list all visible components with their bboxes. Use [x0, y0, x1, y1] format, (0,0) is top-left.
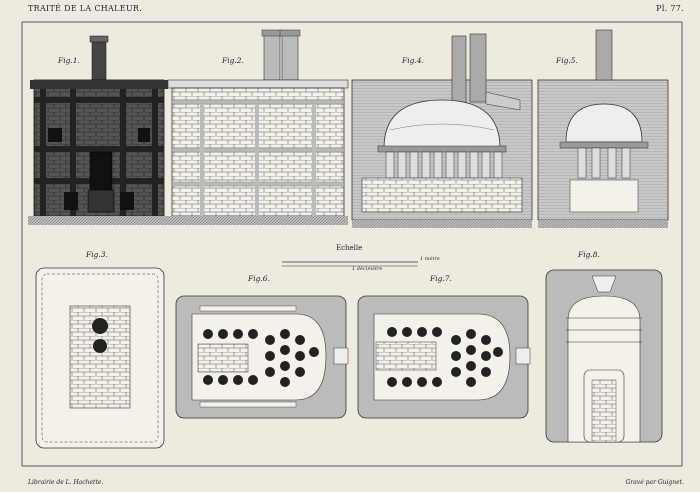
fig3-label: Fig.3. — [86, 250, 108, 259]
scale-title: Echelle — [336, 244, 363, 252]
scale-unit-meter: 1 mètre — [420, 256, 440, 262]
engraver-credit: Gravé par Guignet. — [625, 479, 684, 486]
frame — [21, 21, 683, 467]
plate-number: Pl. 77. — [656, 4, 684, 13]
fig4-label: Fig.4. — [402, 56, 424, 65]
fig2-elevation — [167, 29, 349, 225]
fig1-elevation — [28, 35, 170, 225]
fig5-section — [537, 29, 669, 228]
fig2-label: Fig.2. — [222, 56, 244, 65]
fig4-section — [351, 33, 533, 228]
fig5-label: Fig.5. — [556, 56, 578, 65]
fig8-label: Fig.8. — [578, 250, 600, 259]
fig1-label: Fig.1. — [58, 56, 80, 65]
plate-title: TRAITÉ DE LA CHALEUR. — [28, 4, 143, 13]
fig3-plan — [35, 267, 165, 449]
fig7-label: Fig.7. — [430, 274, 452, 283]
publisher-credit: Librairie de L. Hachette. — [28, 479, 104, 486]
scale-unit-decimeter: 1 décimètre — [352, 266, 383, 272]
scale-bar — [282, 261, 418, 267]
fig6-plan — [175, 295, 349, 419]
fig6-label: Fig.6. — [248, 274, 270, 283]
fig8-plan — [545, 269, 663, 443]
fig7-plan — [357, 295, 531, 419]
